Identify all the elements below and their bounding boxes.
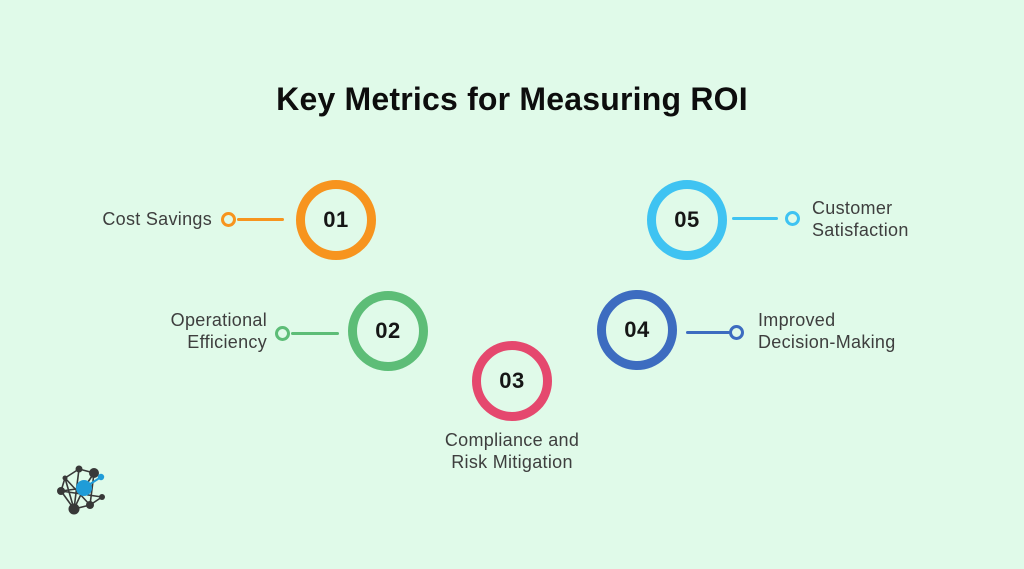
metric-2-label-line2: Efficiency [187,332,267,352]
metric-5-connector-dot [785,211,800,226]
metric-5-connector-line [732,217,778,220]
metric-2-connector-dot [275,326,290,341]
metric-2-label: Operational Efficiency [171,309,267,353]
metric-5-label-line2: Satisfaction [812,220,909,240]
metric-3-label: Compliance and Risk Mitigation [362,429,662,473]
metric-5-circle: 05 [647,180,727,260]
metric-1-connector-dot [221,212,236,227]
metric-4-connector-line [686,331,730,334]
metric-3-circle: 03 [472,341,552,421]
metric-2-label-line1: Operational [170,310,267,330]
metric-4-label-line1: Improved [758,310,836,330]
metric-1-label-line1: Cost Savings [102,209,212,229]
metric-3-label-line2: Risk Mitigation [451,452,573,472]
metric-4-number: 04 [624,317,650,342]
metric-2-number: 02 [375,318,401,343]
metric-1-number: 01 [323,207,349,232]
metric-5-number: 05 [674,207,700,232]
metric-1-label: Cost Savings [102,208,212,230]
logo-nodes [57,465,105,515]
page-title: Key Metrics for Measuring ROI [276,81,748,117]
metric-4-circle: 04 [597,290,677,370]
metric-1-connector-line [237,218,284,221]
metric-1-circle: 01 [296,180,376,260]
metric-4-connector-dot [729,325,744,340]
metric-3-number: 03 [499,368,525,393]
metric-3-label-line1: Compliance and [444,430,580,450]
logo-accent-node [76,473,105,496]
metric-4-label: Improved Decision-Making [758,309,896,353]
metric-5-label: Customer Satisfaction [812,197,909,241]
metric-2-circle: 02 [348,291,428,371]
metric-2-connector-line [291,332,339,335]
network-graph-logo [57,465,105,515]
metric-5-label-line1: Customer [812,198,893,218]
metric-4-label-line2: Decision-Making [758,332,896,352]
